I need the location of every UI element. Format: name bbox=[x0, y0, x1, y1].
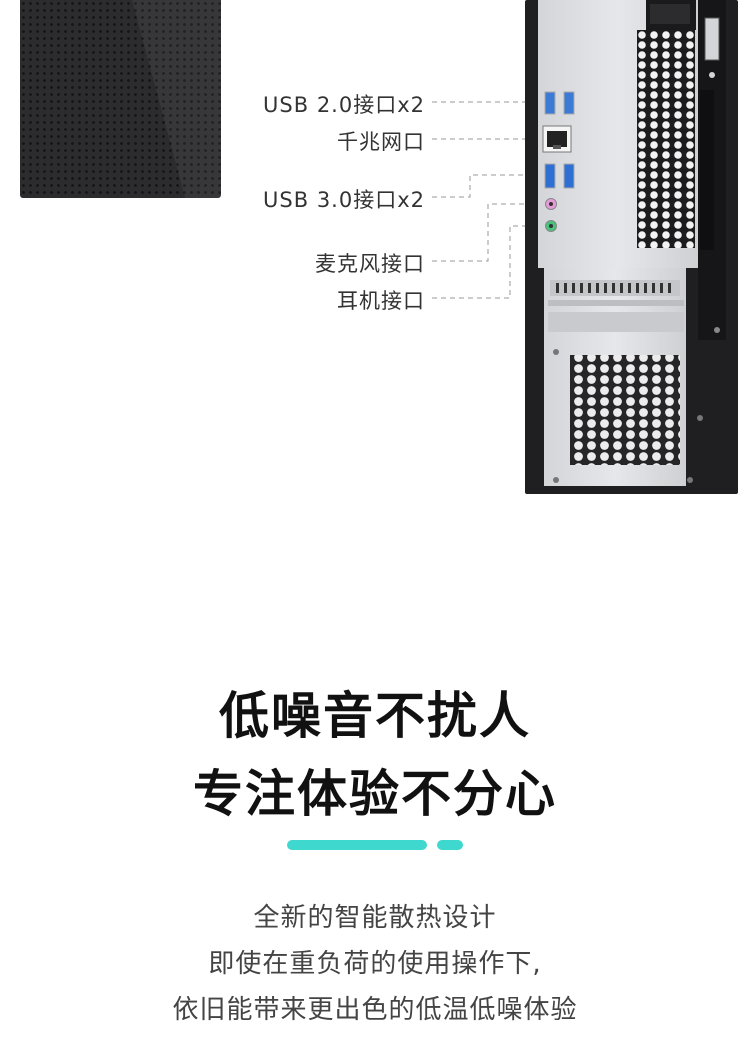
usb3-label: USB 3.0接口x2 bbox=[263, 188, 425, 212]
ethernet-port bbox=[542, 125, 572, 153]
description-line-2: 即使在重负荷的使用操作下, bbox=[208, 949, 542, 979]
description-line-1: 全新的智能散热设计 bbox=[253, 903, 497, 933]
headline-line-2: 专注体验不分心 bbox=[193, 765, 557, 823]
usb2-ports bbox=[544, 91, 575, 115]
headphone-label: 耳机接口 bbox=[337, 289, 425, 313]
accent-bar-long bbox=[287, 840, 427, 850]
usb3-ports bbox=[544, 163, 575, 189]
description-line-3: 依旧能带来更出色的低温低噪体验 bbox=[172, 995, 578, 1025]
ethernet-label: 千兆网口 bbox=[337, 130, 425, 154]
accent-bar-short bbox=[437, 840, 463, 850]
pc-front-panel-image bbox=[20, 0, 221, 198]
headline-line-1: 低噪音不扰人 bbox=[219, 687, 531, 745]
pc-rear-image bbox=[432, 0, 738, 494]
mic-label: 麦克风接口 bbox=[315, 252, 425, 276]
usb2-label: USB 2.0接口x2 bbox=[263, 93, 425, 117]
